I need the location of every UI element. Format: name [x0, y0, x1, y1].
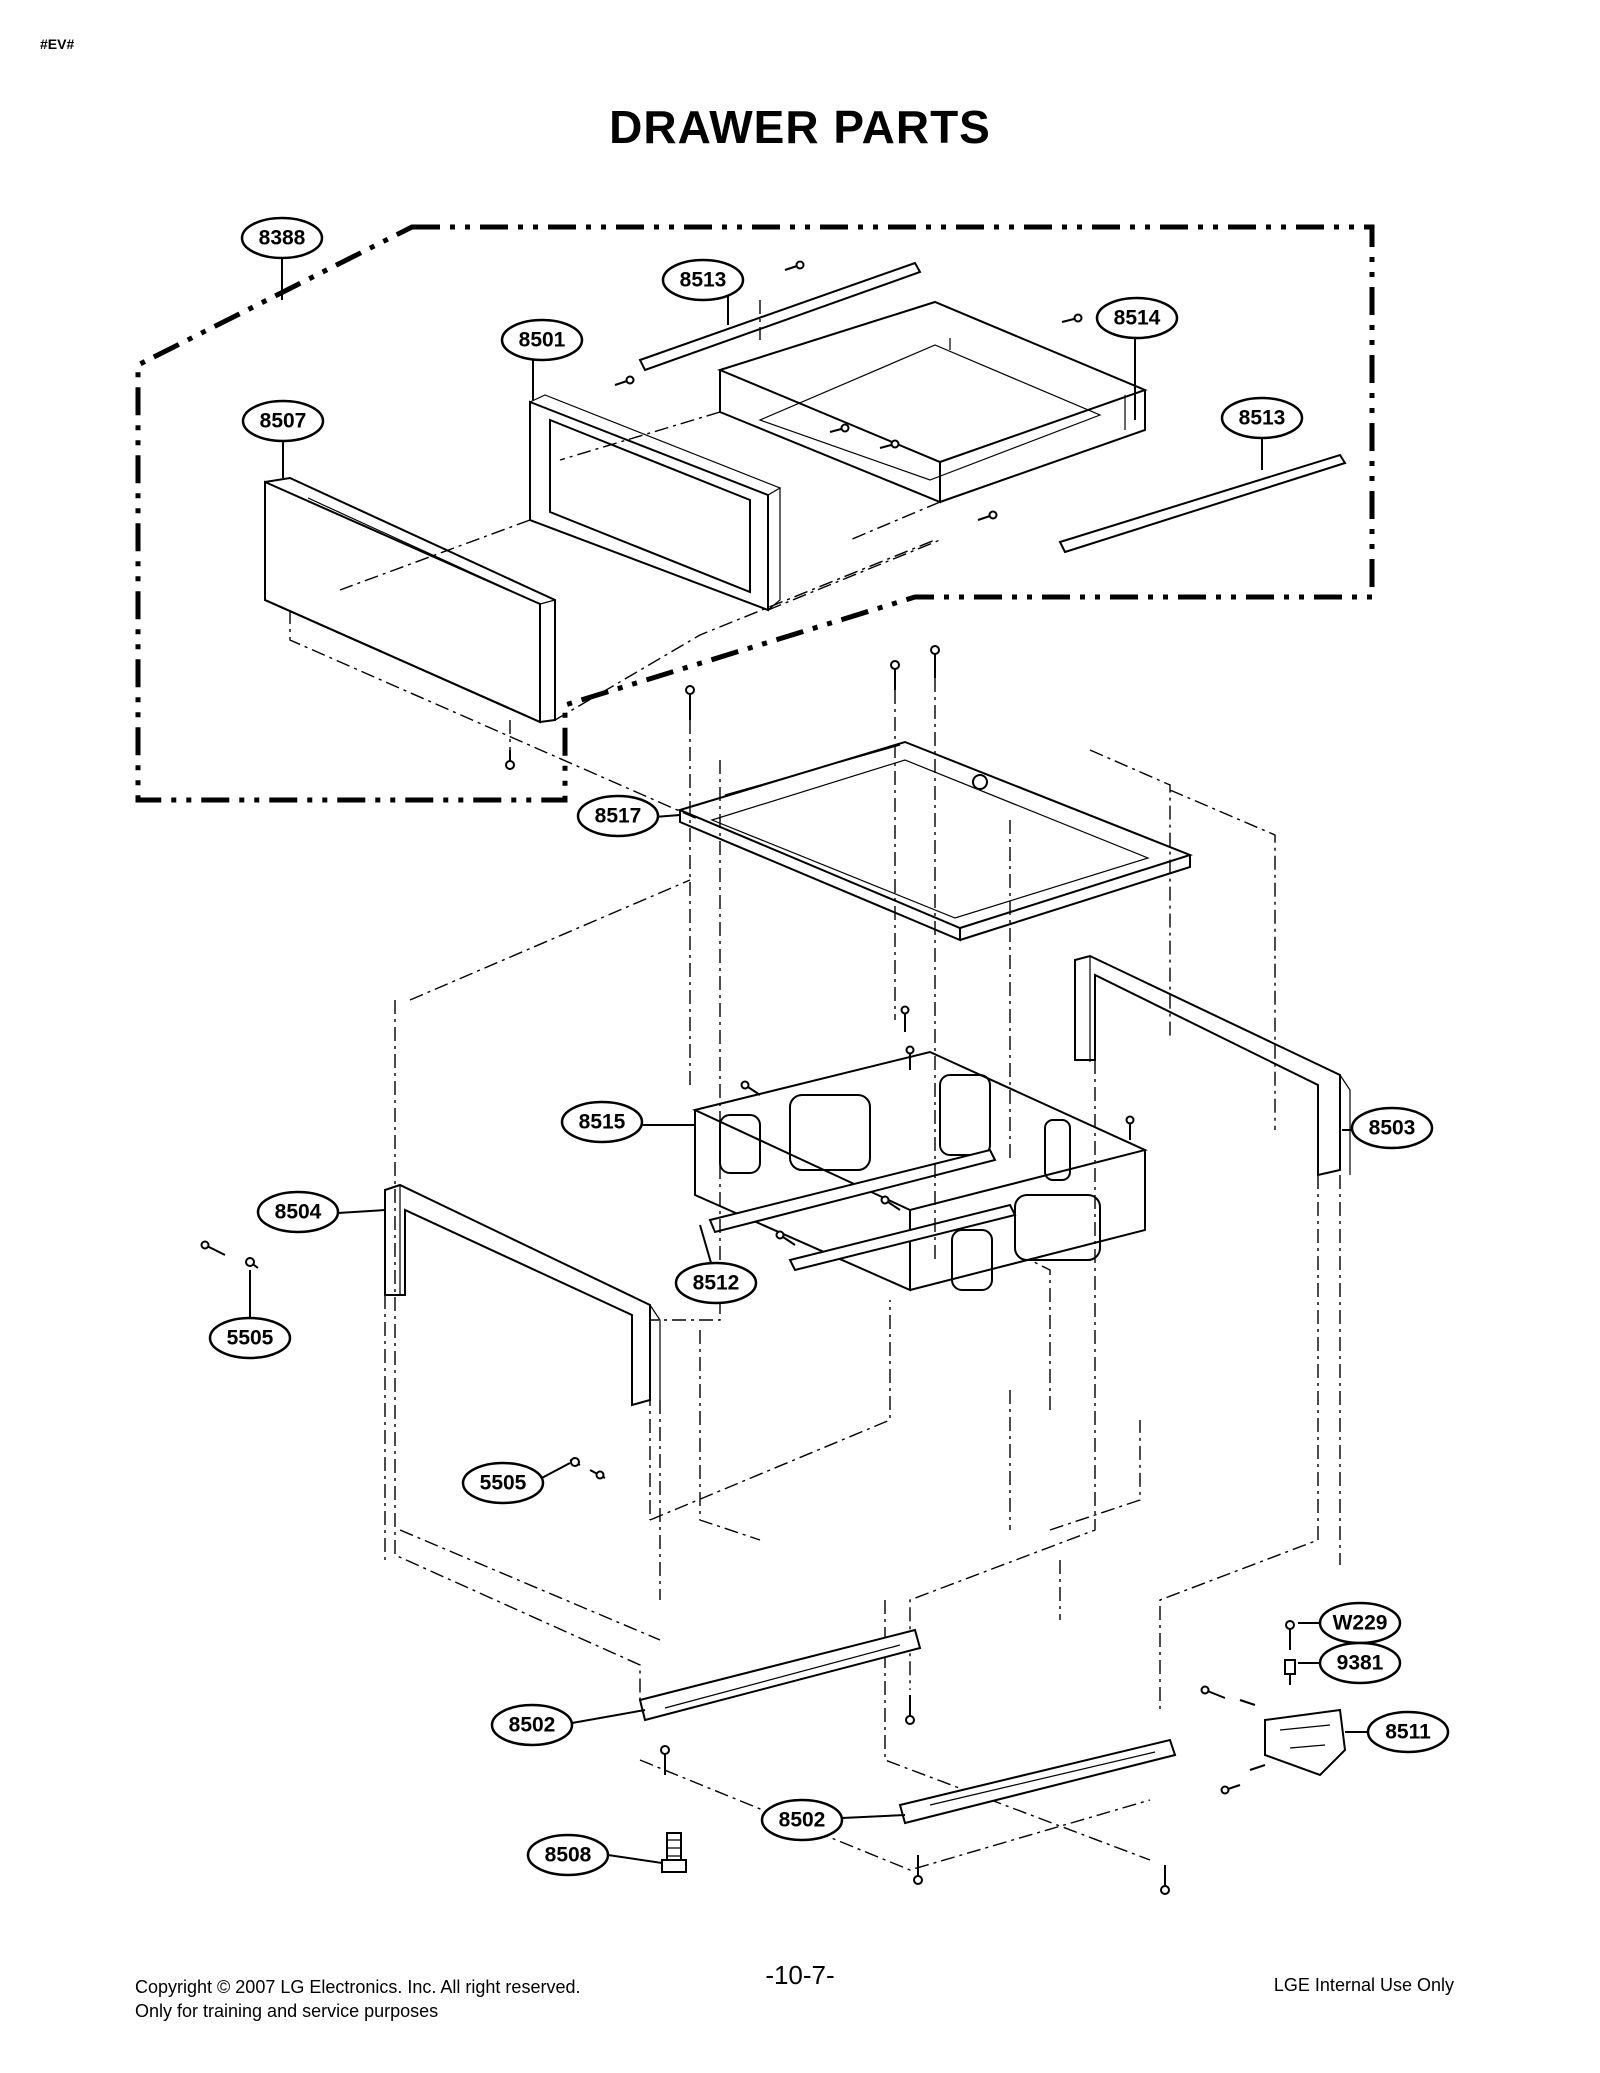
svg-text:9381: 9381 [1337, 1652, 1384, 1675]
callout-8501: 8501 [500, 318, 584, 362]
svg-text:8504: 8504 [275, 1201, 322, 1224]
cover-screws [685, 645, 940, 720]
callout-8502-left: 8502 [490, 1703, 574, 1747]
page-number: -10-7- [765, 1960, 835, 1990]
svg-text:8511: 8511 [1385, 1721, 1431, 1744]
page-tag: #EV# [40, 36, 75, 52]
callout-8517: 8517 [576, 794, 660, 838]
callout-8513-top: 8513 [661, 258, 745, 302]
drawer-rail-8513-right [1058, 453, 1347, 554]
callout-5505-lower: 5505 [461, 1461, 545, 1505]
callout-8507: 8507 [241, 399, 325, 443]
svg-text:8515: 8515 [579, 1111, 626, 1134]
copyright-notice: Copyright © 2007 LG Electronics. Inc. Al… [135, 1975, 580, 2023]
drawer-tub-8514 [717, 300, 1148, 504]
assembly-guides-main [384, 678, 1341, 1871]
drawer-housing-8515 [692, 1050, 1148, 1292]
right-bracket-8503 [1074, 954, 1351, 1177]
callout-8513-right: 8513 [1220, 396, 1304, 440]
drawer-frame-8501 [529, 394, 782, 612]
leader-lines [249, 258, 1370, 1864]
callout-8388: 8388 [240, 216, 324, 260]
svg-text:8502: 8502 [509, 1714, 556, 1737]
callout-8503: 8503 [1350, 1106, 1434, 1150]
svg-text:8502: 8502 [779, 1809, 826, 1832]
assembly-guides-top [289, 300, 941, 821]
svg-text:8513: 8513 [1239, 407, 1286, 430]
callout-W229: W229 [1318, 1601, 1402, 1645]
drawer-screws [505, 260, 1083, 770]
callout-8508: 8508 [526, 1833, 610, 1877]
copyright-line-2: Only for training and service purposes [135, 2001, 439, 2021]
base-rail-8502-right [898, 1738, 1177, 1825]
svg-text:8513: 8513 [680, 269, 727, 292]
svg-text:8507: 8507 [260, 410, 307, 433]
inner-rail-8512 [708, 1148, 1017, 1272]
page-title: DRAWER PARTS [609, 101, 991, 153]
svg-text:8514: 8514 [1114, 307, 1161, 330]
callout-9381: 9381 [1318, 1641, 1402, 1685]
svg-text:8501: 8501 [519, 329, 566, 352]
svg-text:8388: 8388 [259, 227, 306, 250]
drawer-rail-8513-left [638, 261, 922, 372]
callout-8502-right: 8502 [760, 1798, 844, 1842]
callout-8512: 8512 [674, 1261, 758, 1305]
base-rail-8502-left [638, 1628, 922, 1722]
housing-screws [740, 1005, 1135, 1246]
svg-text:5505: 5505 [227, 1327, 274, 1350]
svg-text:W229: W229 [1333, 1612, 1388, 1635]
drawer-assembly-boundary [135, 224, 1375, 803]
callout-5505-left: 5505 [208, 1316, 292, 1360]
copyright-line-1: Copyright © 2007 LG Electronics. Inc. Al… [135, 1977, 581, 1997]
corner-bracket-8511 [1264, 1708, 1347, 1777]
front-panel-8507 [264, 476, 556, 724]
screws-w229-9381 [1200, 1620, 1296, 1795]
svg-text:8503: 8503 [1369, 1117, 1416, 1140]
svg-text:8508: 8508 [545, 1844, 592, 1867]
svg-text:8512: 8512 [693, 1272, 740, 1295]
callout-8511: 8511 [1366, 1710, 1450, 1754]
internal-use-notice: LGE Internal Use Only [1273, 1975, 1454, 1995]
leveling-foot-8508 [661, 1832, 687, 1873]
callout-8504: 8504 [256, 1190, 340, 1234]
callout-8515: 8515 [560, 1100, 644, 1144]
screws-5505 [200, 1240, 606, 1480]
callout-8514: 8514 [1095, 296, 1179, 340]
base-screws [660, 1695, 1170, 1895]
svg-text:8517: 8517 [595, 805, 642, 828]
left-bracket-8504 [384, 1183, 661, 1407]
svg-text:5505: 5505 [480, 1472, 527, 1495]
